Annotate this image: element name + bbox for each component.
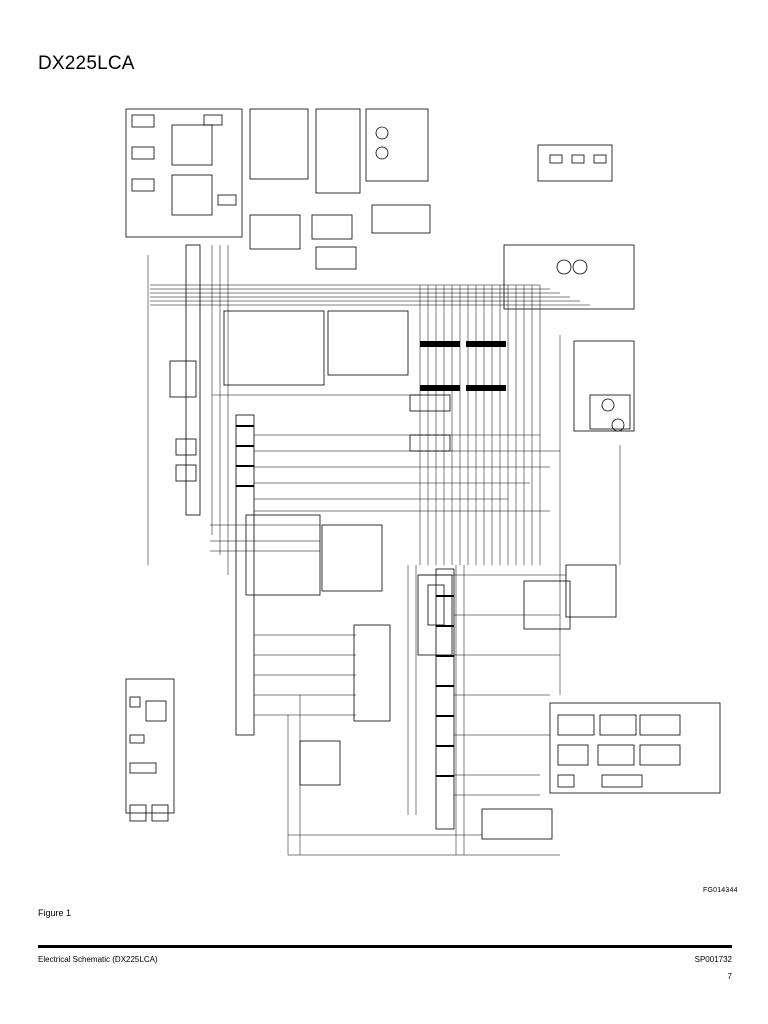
page-number: 7 [727, 972, 732, 981]
electrical-schematic [125, 108, 721, 856]
footer-title: Electrical Schematic (DX225LCA) [38, 955, 158, 964]
figure-caption: Figure 1 [38, 908, 72, 918]
figure-code: FG014344 [703, 887, 738, 894]
document-code: SP001732 [694, 955, 732, 964]
page-title: DX225LCA [38, 53, 135, 74]
footer-divider [38, 945, 732, 948]
